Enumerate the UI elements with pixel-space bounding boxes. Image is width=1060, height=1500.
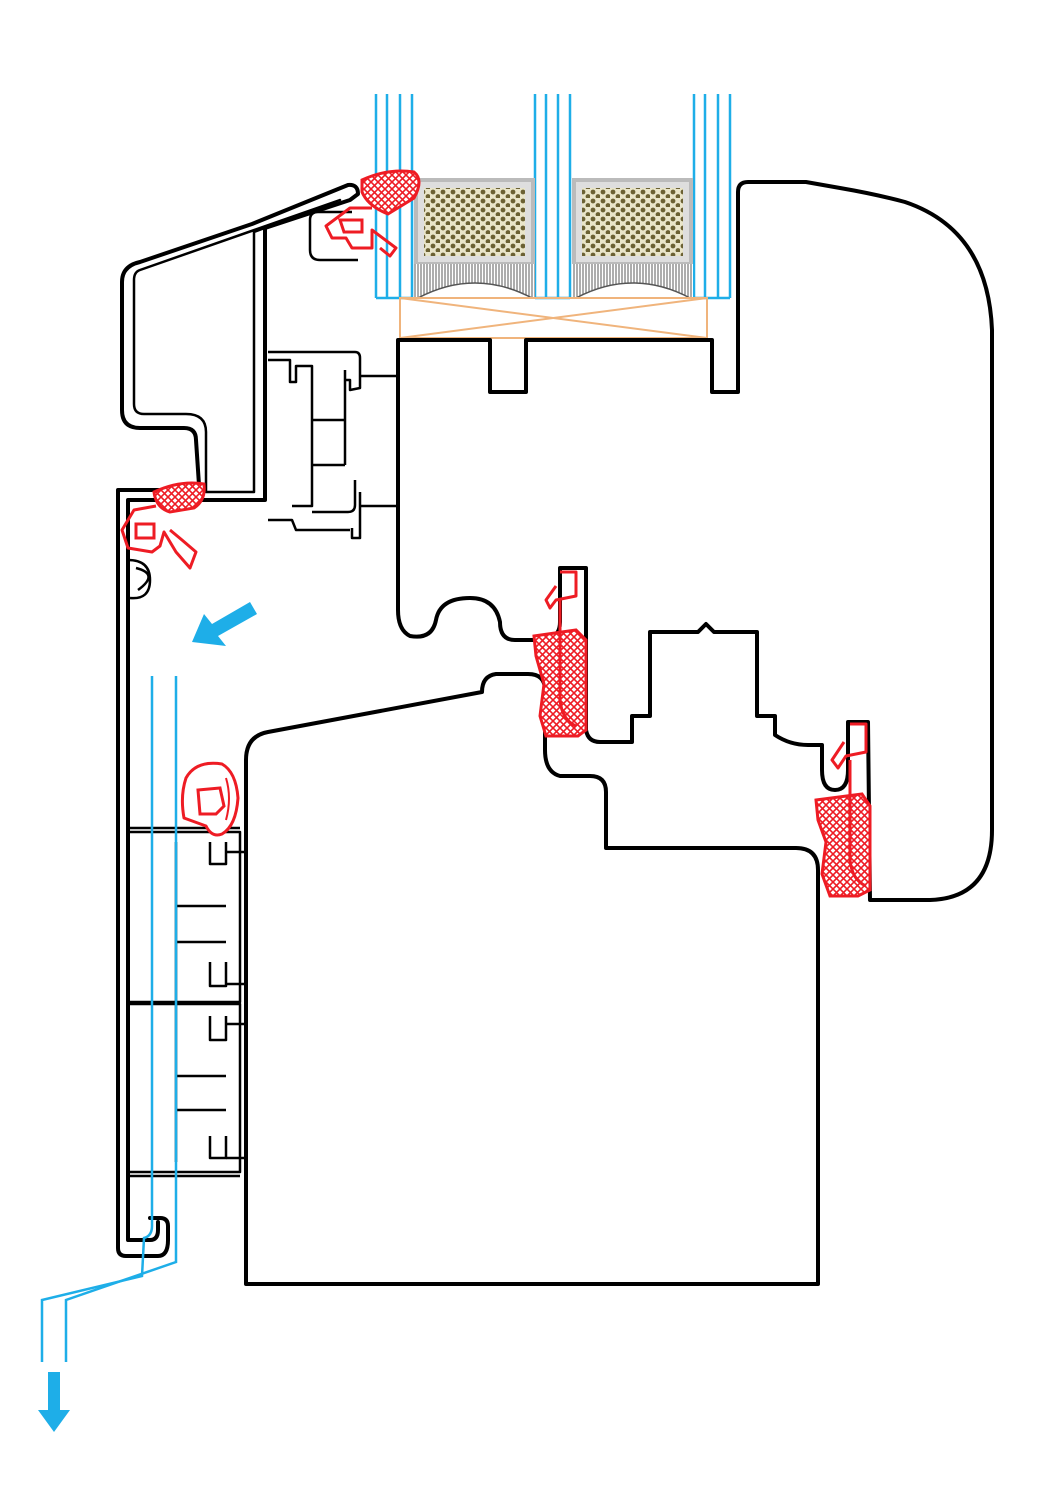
drainage-channel — [40, 676, 178, 1362]
rebate-gasket-right — [814, 722, 872, 898]
glazing-gasket-top — [324, 169, 421, 258]
cladding-gasket — [120, 481, 206, 570]
spacer-bar-left — [414, 178, 535, 299]
cap-gasket-clip — [308, 210, 358, 262]
outflow-arrow-icon — [38, 1372, 70, 1432]
clip-channel-upper — [268, 350, 398, 540]
frame-weather-gasket — [180, 761, 240, 837]
sash-profile — [396, 180, 994, 902]
frame-cladding-profile — [116, 488, 170, 1258]
rebate-gasket-middle — [532, 570, 588, 738]
drainage-arrow-icon — [192, 602, 257, 646]
glazing-cap-profile — [120, 182, 360, 502]
glass-pane-inner — [692, 94, 732, 300]
spacer-bar-right — [572, 178, 693, 299]
frame-cladding-return — [127, 558, 152, 600]
setting-block — [399, 297, 708, 339]
frame-profile — [244, 672, 820, 1286]
glass-pane-middle — [533, 94, 572, 300]
glazing-cap-inner-wall — [132, 198, 342, 494]
clip-channel-lower — [126, 826, 246, 1178]
